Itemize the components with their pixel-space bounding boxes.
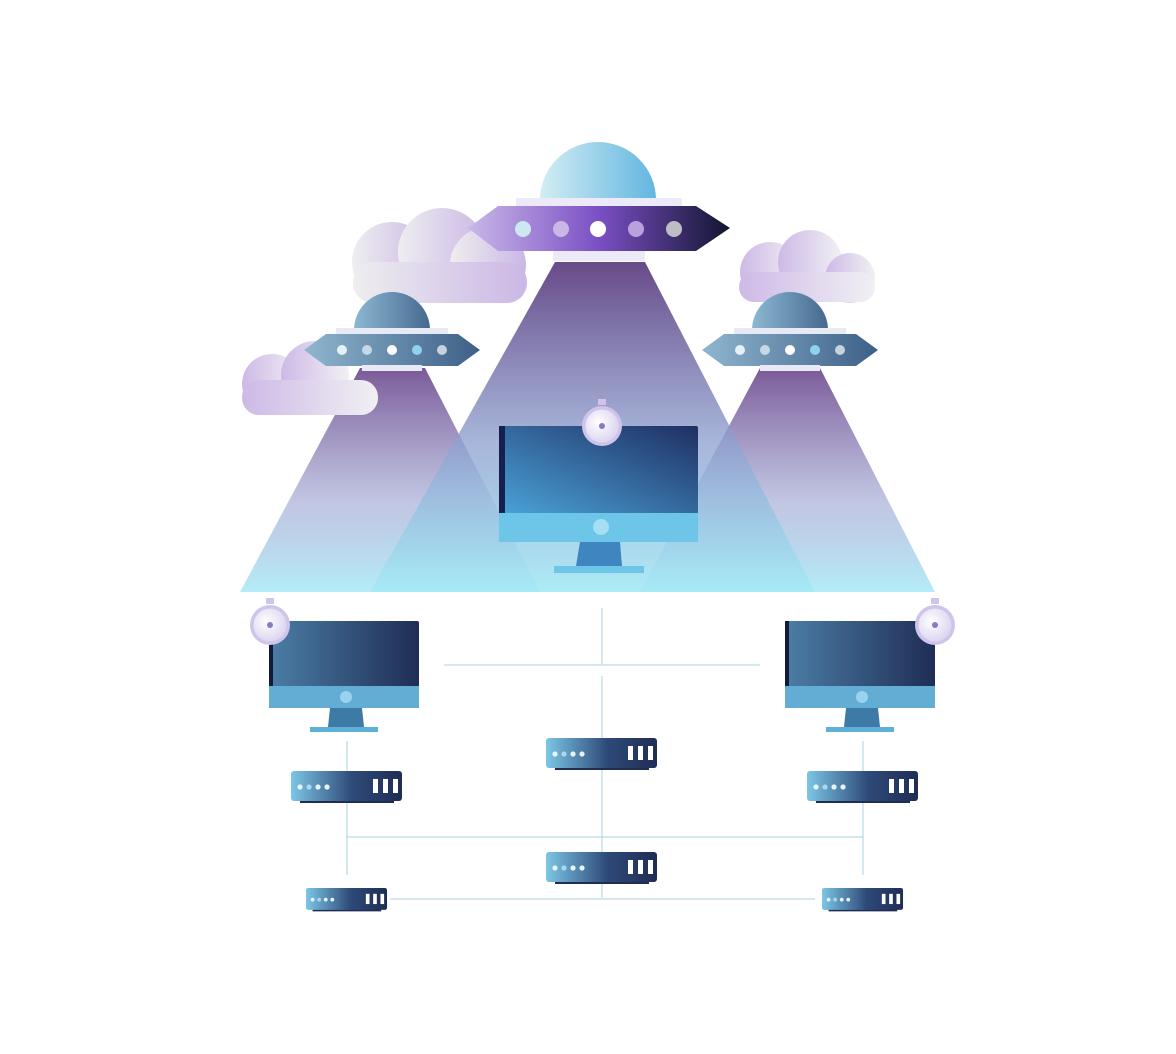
right-monitor (785, 621, 935, 732)
cloud-right (739, 230, 875, 303)
right-ufo (702, 292, 878, 371)
server-small-left (306, 888, 388, 912)
left-monitor (269, 621, 419, 732)
stopwatch-icon (915, 598, 955, 645)
main-ufo (468, 142, 730, 261)
server-left (291, 771, 402, 803)
cloud-left (242, 341, 378, 415)
center-monitor (499, 426, 698, 573)
stopwatch-icon (250, 598, 290, 645)
server-right (807, 771, 918, 803)
left-ufo (304, 292, 480, 371)
cloud-top-left (352, 208, 527, 303)
server-center-top (546, 738, 657, 770)
server-small-right (822, 888, 904, 912)
server-center-bottom (546, 852, 657, 884)
